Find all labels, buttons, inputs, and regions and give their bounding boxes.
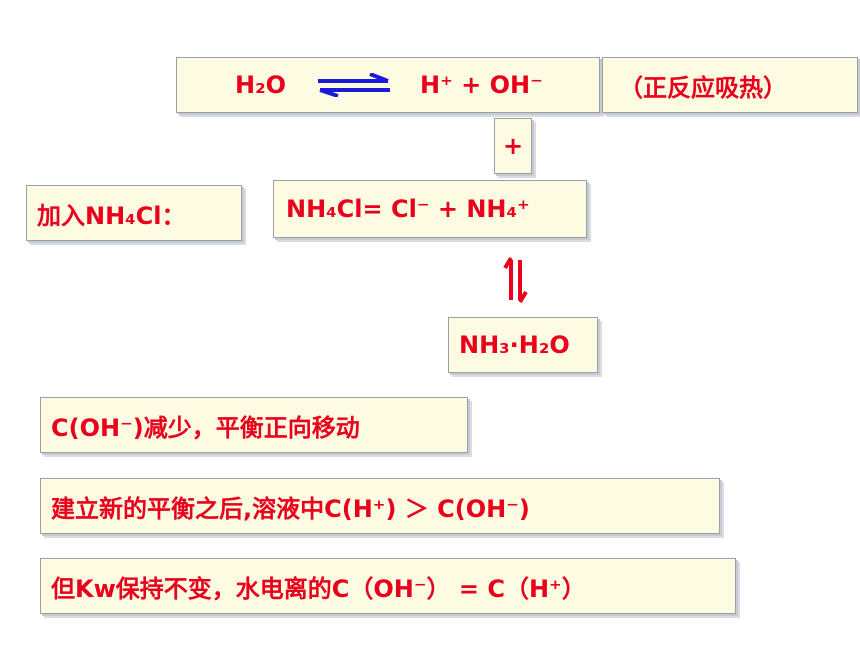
add-nh4cl-box: 加入NH₄Cl： (26, 185, 242, 241)
dissociation-box: NH₄Cl= Cl⁻ + NH₄⁺ (273, 180, 587, 238)
plus-box: + (494, 118, 532, 174)
water-equilibrium-box: H₂O H⁺ + OH⁻ (176, 57, 600, 113)
products-ions: H⁺ + OH⁻ (420, 71, 543, 99)
statement-1: C(OH⁻)减少，平衡正向移动 (51, 413, 360, 442)
reversible-down-arrow-icon (503, 256, 528, 304)
reactant-water: H₂O (235, 71, 286, 99)
statement-3: 但Kw保持不变，水电离的C（OH⁻） = C（H⁺） (51, 574, 586, 603)
endothermic-note-box: （正反应吸热） (602, 57, 858, 113)
dissociation-equation: NH₄Cl= Cl⁻ + NH₄⁺ (286, 195, 530, 223)
ammonia-hydrate-box: NH₃·H₂O (448, 317, 598, 373)
endothermic-note: （正反应吸热） (619, 73, 787, 102)
statement-box-3: 但Kw保持不变，水电离的C（OH⁻） = C（H⁺） (40, 558, 736, 614)
statement-box-2: 建立新的平衡之后,溶液中C(H⁺) ＞ C(OH⁻) (40, 478, 720, 534)
add-nh4cl-label: 加入NH₄Cl： (37, 201, 186, 230)
reversible-arrow-icon (316, 72, 392, 98)
reversible-arrow-svg (318, 72, 390, 98)
statement-2: 建立新的平衡之后,溶液中C(H⁺) ＞ C(OH⁻) (51, 494, 530, 523)
statement-box-1: C(OH⁻)减少，平衡正向移动 (40, 397, 468, 453)
ammonia-hydrate: NH₃·H₂O (459, 331, 570, 359)
plus-sign: + (502, 132, 524, 160)
